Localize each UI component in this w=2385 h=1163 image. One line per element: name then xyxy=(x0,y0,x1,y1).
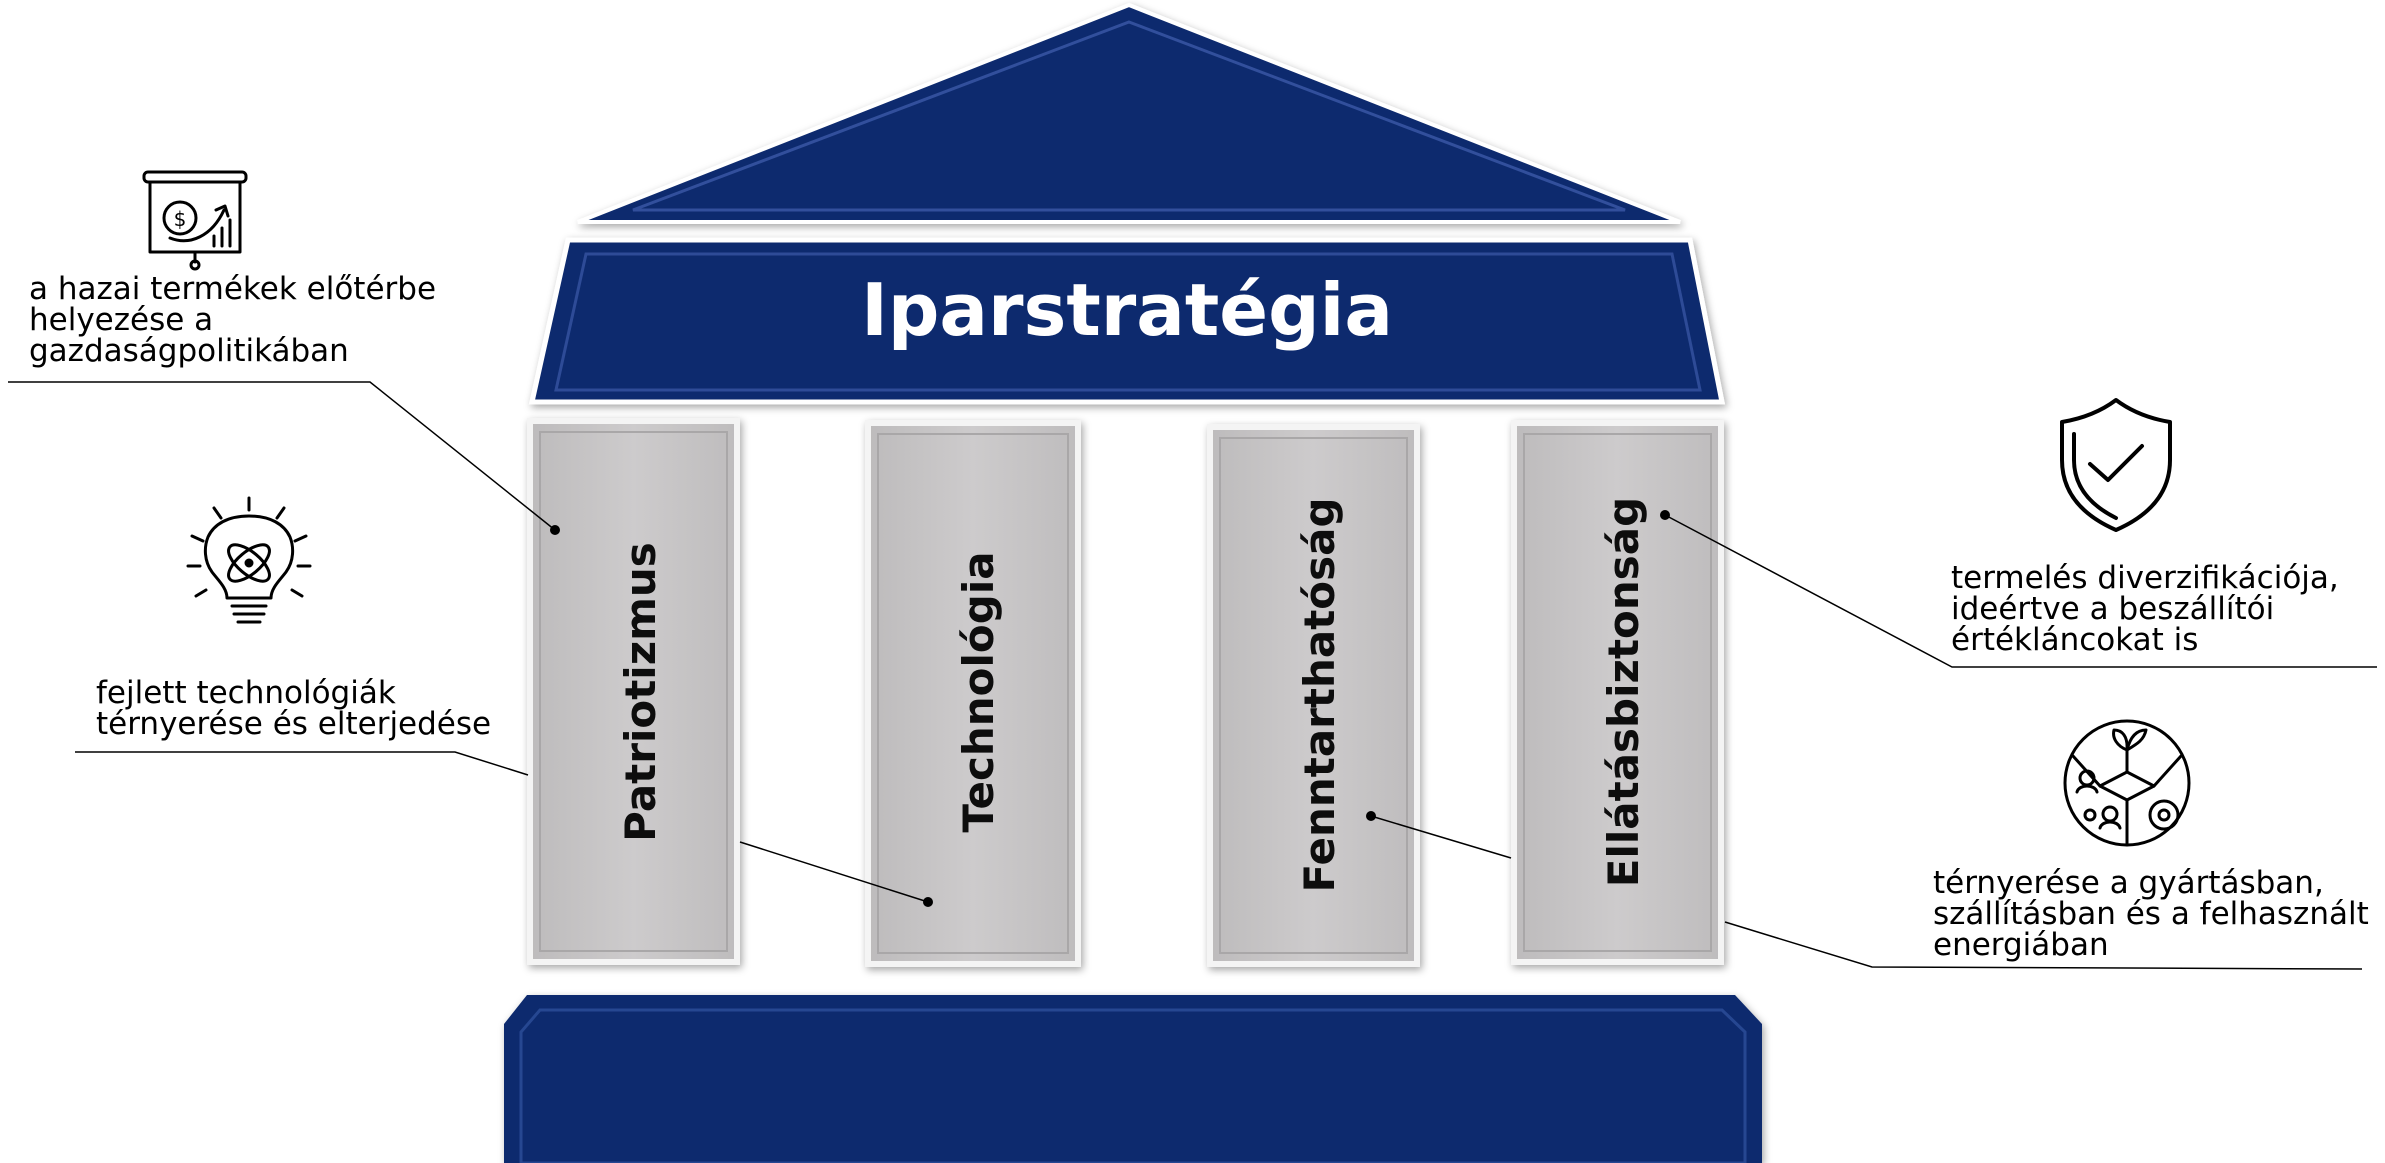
page-title: Iparstratégia xyxy=(861,268,1393,352)
connector-patriotism xyxy=(8,381,556,531)
temple-base xyxy=(504,995,1762,1163)
annotation-security-line-2: ideértve a beszállítói xyxy=(1951,591,2275,627)
pillar-supply-security: Ellátásbiztonság xyxy=(1511,420,1724,965)
pillar-label-supply-security: Ellátásbiztonság xyxy=(1599,497,1648,887)
pillar-label-patriotism: Patriotizmus xyxy=(616,542,665,842)
annotation-sustainability-line-3: energiában xyxy=(1933,927,2109,963)
connector-dot-patriotism xyxy=(550,525,560,535)
connector-dot-security xyxy=(1660,510,1670,520)
annotation-technology-line-2: térnyerése és elterjedése xyxy=(96,706,492,742)
annotation-security-line-3: értékláncokat is xyxy=(1951,622,2199,658)
temple-roof xyxy=(577,2,1681,224)
annotation-patriotism: a hazai termékek előtérbe helyezése a ga… xyxy=(29,274,436,367)
annotation-patriotism-line-3: gazdaságpolitikában xyxy=(29,333,349,369)
connector-dot-technology xyxy=(923,897,933,907)
connector-sustainability-inner xyxy=(1370,815,1512,859)
title-banner: Iparstratégia xyxy=(528,237,1726,405)
annotation-sustainability: térnyerése a gyártásban, szállításban és… xyxy=(1933,868,2369,961)
sustainability-cycle-icon xyxy=(2063,719,2191,847)
annotation-patriotism-line-2: helyezése a xyxy=(29,302,214,338)
annotation-technology: fejlett technológiák térnyerése és elter… xyxy=(96,678,491,740)
pillar-label-technology: Technológia xyxy=(954,551,1003,832)
presentation-dollar-growth-icon: $ xyxy=(142,170,248,271)
connector-lines xyxy=(8,381,2377,970)
svg-text:$: $ xyxy=(174,207,187,231)
shield-check-icon xyxy=(2060,398,2172,532)
connector-sustainability xyxy=(1724,921,2363,970)
annotation-sustainability-line-1: térnyerése a gyártásban, xyxy=(1933,865,2324,901)
annotation-supply-security: termelés diverzifikációja, ideértve a be… xyxy=(1951,563,2339,656)
connector-security xyxy=(1664,514,2377,668)
annotation-patriotism-line-1: a hazai termékek előtérbe xyxy=(29,271,437,307)
annotation-sustainability-line-2: szállításban és a felhasznált xyxy=(1933,896,2369,932)
connector-technology-inner xyxy=(739,841,929,903)
pillar-technology: Technológia xyxy=(865,420,1081,967)
connector-dot-sustainability xyxy=(1366,811,1376,821)
pillar-label-sustainability: Fenntarthatóság xyxy=(1295,497,1344,892)
annotation-security-line-1: termelés diverzifikációja, xyxy=(1951,560,2339,596)
lightbulb-atom-icon xyxy=(186,496,312,624)
annotation-technology-line-1: fejlett technológiák xyxy=(96,675,396,711)
connector-technology xyxy=(75,751,529,776)
pillar-patriotism: Patriotizmus xyxy=(527,418,740,965)
pillar-sustainability: Fenntarthatóság xyxy=(1207,424,1420,967)
